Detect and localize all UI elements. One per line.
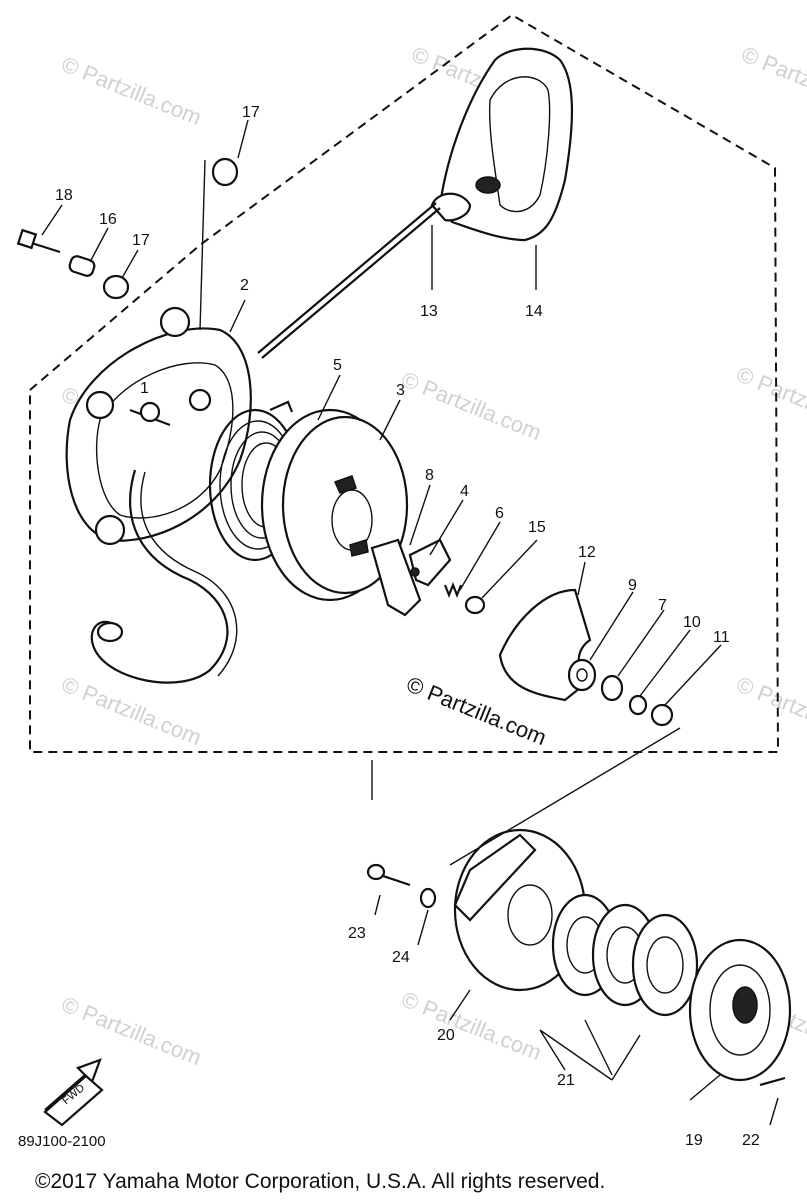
part-label: 24 (392, 949, 410, 966)
handle-part (430, 47, 574, 242)
watermark: © Partzilla.com (398, 366, 545, 445)
part-label: 4 (460, 483, 469, 500)
lower-leaders (374, 727, 779, 1126)
part-label: 14 (525, 303, 543, 320)
watermark: © Partzilla.com (58, 991, 205, 1070)
part-label: 22 (742, 1132, 760, 1149)
front-arrow: FWD (43, 1058, 104, 1127)
starter-case (65, 306, 252, 684)
part-label: 1 (140, 380, 149, 397)
part-label: 5 (333, 357, 342, 374)
part-label: 17 (242, 104, 260, 121)
part-labels: 1 2 3 4 5 6 7 8 9 10 11 12 13 14 15 16 1… (55, 104, 760, 1149)
bolt-collar-washer (16, 157, 239, 300)
watermark: © Partzilla.com (738, 41, 807, 120)
part-label: 10 (683, 614, 701, 631)
upper-leaders (41, 119, 722, 707)
pawl-drive-plate (370, 538, 452, 617)
part-label: 18 (55, 187, 73, 204)
part-label: 8 (425, 467, 434, 484)
part-label: 12 (578, 544, 596, 561)
part-label: 7 (658, 597, 667, 614)
ratchet-guide-plate (498, 588, 592, 702)
watermark: © Partzilla.com (58, 51, 205, 130)
part-label: 11 (713, 629, 730, 646)
part-label: 6 (495, 505, 504, 522)
watermark: © Partzilla.com (733, 671, 807, 750)
part-label: 19 (685, 1132, 703, 1149)
starter-rope (257, 202, 441, 359)
diagram-code: 89J100-2100 (18, 1133, 106, 1150)
friction-plates (551, 893, 699, 1017)
part-label: 2 (240, 277, 249, 294)
part-label: 9 (628, 577, 637, 594)
part-label: 13 (420, 303, 438, 320)
part-label: 15 (528, 519, 546, 536)
part-label: 21 (557, 1072, 575, 1089)
watermark: © Partzilla.com (58, 671, 205, 750)
part-label: 16 (99, 211, 117, 228)
assembly-boundary (29, 13, 780, 753)
washers-and-nuts (567, 658, 674, 727)
screws-and-nut (366, 863, 786, 1087)
spring-and-collar (443, 582, 486, 615)
leader-17 (199, 159, 206, 331)
watermark: © Partzilla.com (398, 986, 545, 1065)
copyright-notice: ©2017 Yamaha Motor Corporation, U.S.A. A… (35, 1170, 605, 1193)
part-label: 20 (437, 1027, 455, 1044)
pulley-cover (688, 938, 792, 1082)
watermark: © Partzilla.com (733, 361, 807, 440)
part-label: 23 (348, 925, 366, 942)
part-label: 3 (396, 382, 405, 399)
part-label: 17 (132, 232, 150, 249)
